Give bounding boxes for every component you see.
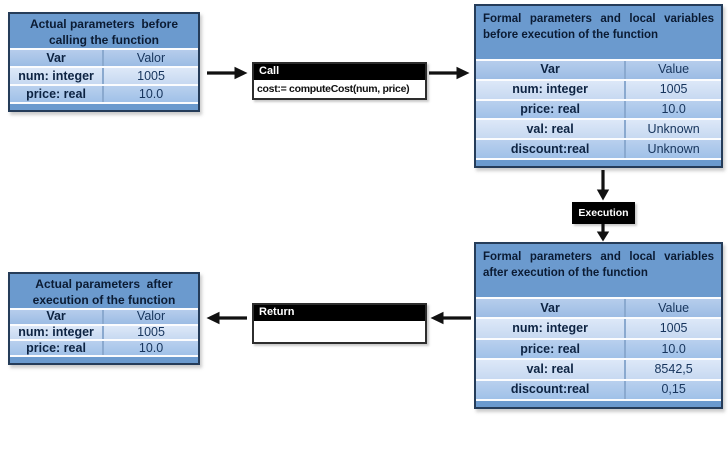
table-title: Actual parameters before calling the fun… [10, 14, 198, 48]
value-cell: 10.0 [624, 100, 721, 119]
table-title: Actual parameters after execution of the… [10, 274, 198, 308]
var-cell: price: real [520, 341, 580, 356]
value-cell: 10.0 [102, 86, 198, 102]
var-cell: price: real [520, 101, 580, 116]
table-grid: Var Valor num: integer 1005 price: real … [10, 308, 198, 358]
value-cell: 1005 [624, 80, 721, 99]
execution-box: Execution [572, 202, 635, 224]
value-cell: 1005 [624, 319, 721, 338]
return-box-body [254, 321, 425, 342]
var-cell: discount:real [510, 141, 590, 156]
table-row: num: integer 1005 [10, 68, 198, 86]
value-cell: 8542,5 [624, 360, 721, 379]
table-row: discount:real Unknown [476, 140, 721, 160]
table-header-row: Var Valor [10, 310, 198, 326]
table-row: price: real 10.0 [476, 339, 721, 361]
table-row: price: real 10.0 [10, 340, 198, 358]
table-grid: Var Value num: integer 1005 price: real … [476, 297, 721, 402]
var-cell: price: real [26, 86, 86, 101]
table-grid: Var Valor num: integer 1005 price: real … [10, 48, 198, 104]
arrow-down-icon [596, 224, 610, 242]
table-title-line: Actual parameters before [29, 17, 179, 31]
value-cell: 10.0 [624, 339, 721, 359]
value-header-cell: Valor [102, 50, 198, 66]
value-cell: 10.0 [102, 341, 198, 356]
call-box-header: Call [254, 64, 425, 80]
table-row: val: real Unknown [476, 120, 721, 141]
table-title: Formal parameters and local variables af… [476, 244, 721, 297]
value-header-cell: Value [624, 299, 721, 318]
table-row: price: real 10.0 [10, 86, 198, 104]
value-cell: Unknown [624, 120, 721, 139]
var-header-cell: Var [540, 62, 560, 77]
return-box-header: Return [254, 305, 425, 321]
var-header-cell: Var [46, 309, 66, 324]
var-cell: num: integer [512, 321, 588, 336]
var-cell: val: real [526, 361, 574, 376]
table-row: num: integer 1005 [476, 319, 721, 340]
var-header-cell: Var [540, 300, 560, 315]
arrow-left-icon [206, 311, 248, 325]
table-title-line: Formal parameters and local variables [483, 13, 714, 25]
arrow-left-icon [430, 311, 472, 325]
value-header-cell: Valor [102, 310, 198, 324]
table-title-line: execution of the function [32, 293, 176, 307]
table-title-line: Actual parameters after [35, 277, 173, 291]
table-row: price: real 10.0 [476, 100, 721, 121]
call-box: Call cost:= computeCost(num, price) [252, 62, 427, 100]
table-row: val: real 8542,5 [476, 360, 721, 381]
table-header-row: Var Value [476, 61, 721, 81]
value-header-cell: Value [624, 61, 721, 79]
var-cell: val: real [526, 121, 574, 136]
table-actual-params-before: Actual parameters before calling the fun… [8, 12, 200, 112]
arrow-right-icon [428, 66, 470, 80]
value-cell: 1005 [102, 68, 198, 84]
table-header-row: Var Value [476, 299, 721, 320]
var-cell: num: integer [18, 325, 94, 339]
var-cell: discount:real [510, 382, 590, 397]
table-actual-params-after: Actual parameters after execution of the… [8, 272, 200, 365]
call-code: cost:= computeCost(num, price) [257, 83, 410, 95]
arrow-down-icon [596, 170, 610, 201]
table-title-line: before execution of the function [483, 29, 659, 41]
table-row: discount:real 0,15 [476, 380, 721, 402]
table-title: Formal parameters and local variables be… [476, 6, 721, 59]
var-cell: price: real [26, 340, 86, 355]
table-header-row: Var Valor [10, 50, 198, 68]
table-formal-params-before: Formal parameters and local variables be… [474, 4, 723, 168]
table-title-line: after execution of the function [483, 267, 648, 279]
table-row: num: integer 1005 [10, 326, 198, 342]
table-title-line: calling the function [49, 33, 159, 47]
var-cell: num: integer [512, 82, 588, 97]
var-header-cell: Var [46, 50, 66, 65]
table-title-line: Formal parameters and local variables [483, 251, 714, 263]
table-grid: Var Value num: integer 1005 price: real … [476, 59, 721, 160]
value-cell: Unknown [624, 140, 721, 158]
arrow-right-icon [206, 66, 248, 80]
value-cell: 1005 [102, 326, 198, 340]
return-box: Return [252, 303, 427, 344]
value-cell: 0,15 [624, 380, 721, 400]
var-cell: num: integer [18, 68, 94, 83]
table-row: num: integer 1005 [476, 80, 721, 101]
table-formal-params-after: Formal parameters and local variables af… [474, 242, 723, 409]
